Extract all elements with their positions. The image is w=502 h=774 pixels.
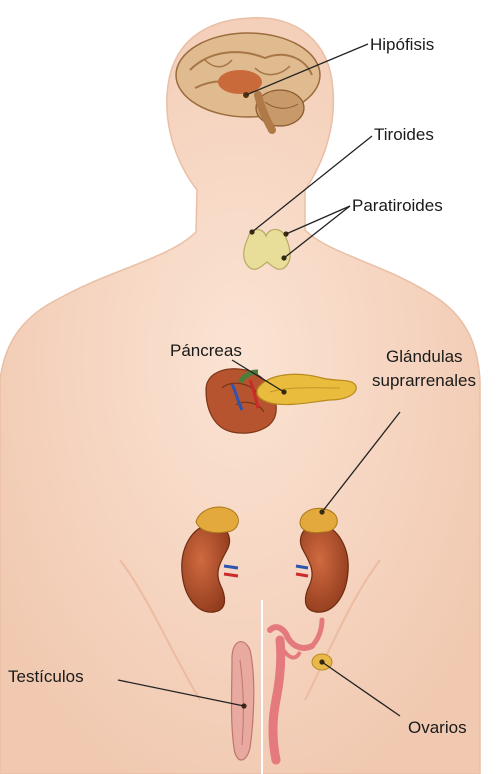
label-testiculos: Testículos [8, 667, 84, 686]
male-genital-illustration [232, 642, 254, 760]
label-hipofisis: Hipófisis [370, 35, 434, 54]
label-tiroides: Tiroides [374, 125, 434, 144]
label-suprarrenales-line1: Glándulas [386, 347, 463, 366]
label-pancreas: Páncreas [170, 341, 242, 360]
label-ovarios: Ovarios [408, 718, 467, 737]
label-suprarrenales-line2: suprarrenales [372, 371, 476, 390]
label-paratiroides: Paratiroides [352, 196, 443, 215]
